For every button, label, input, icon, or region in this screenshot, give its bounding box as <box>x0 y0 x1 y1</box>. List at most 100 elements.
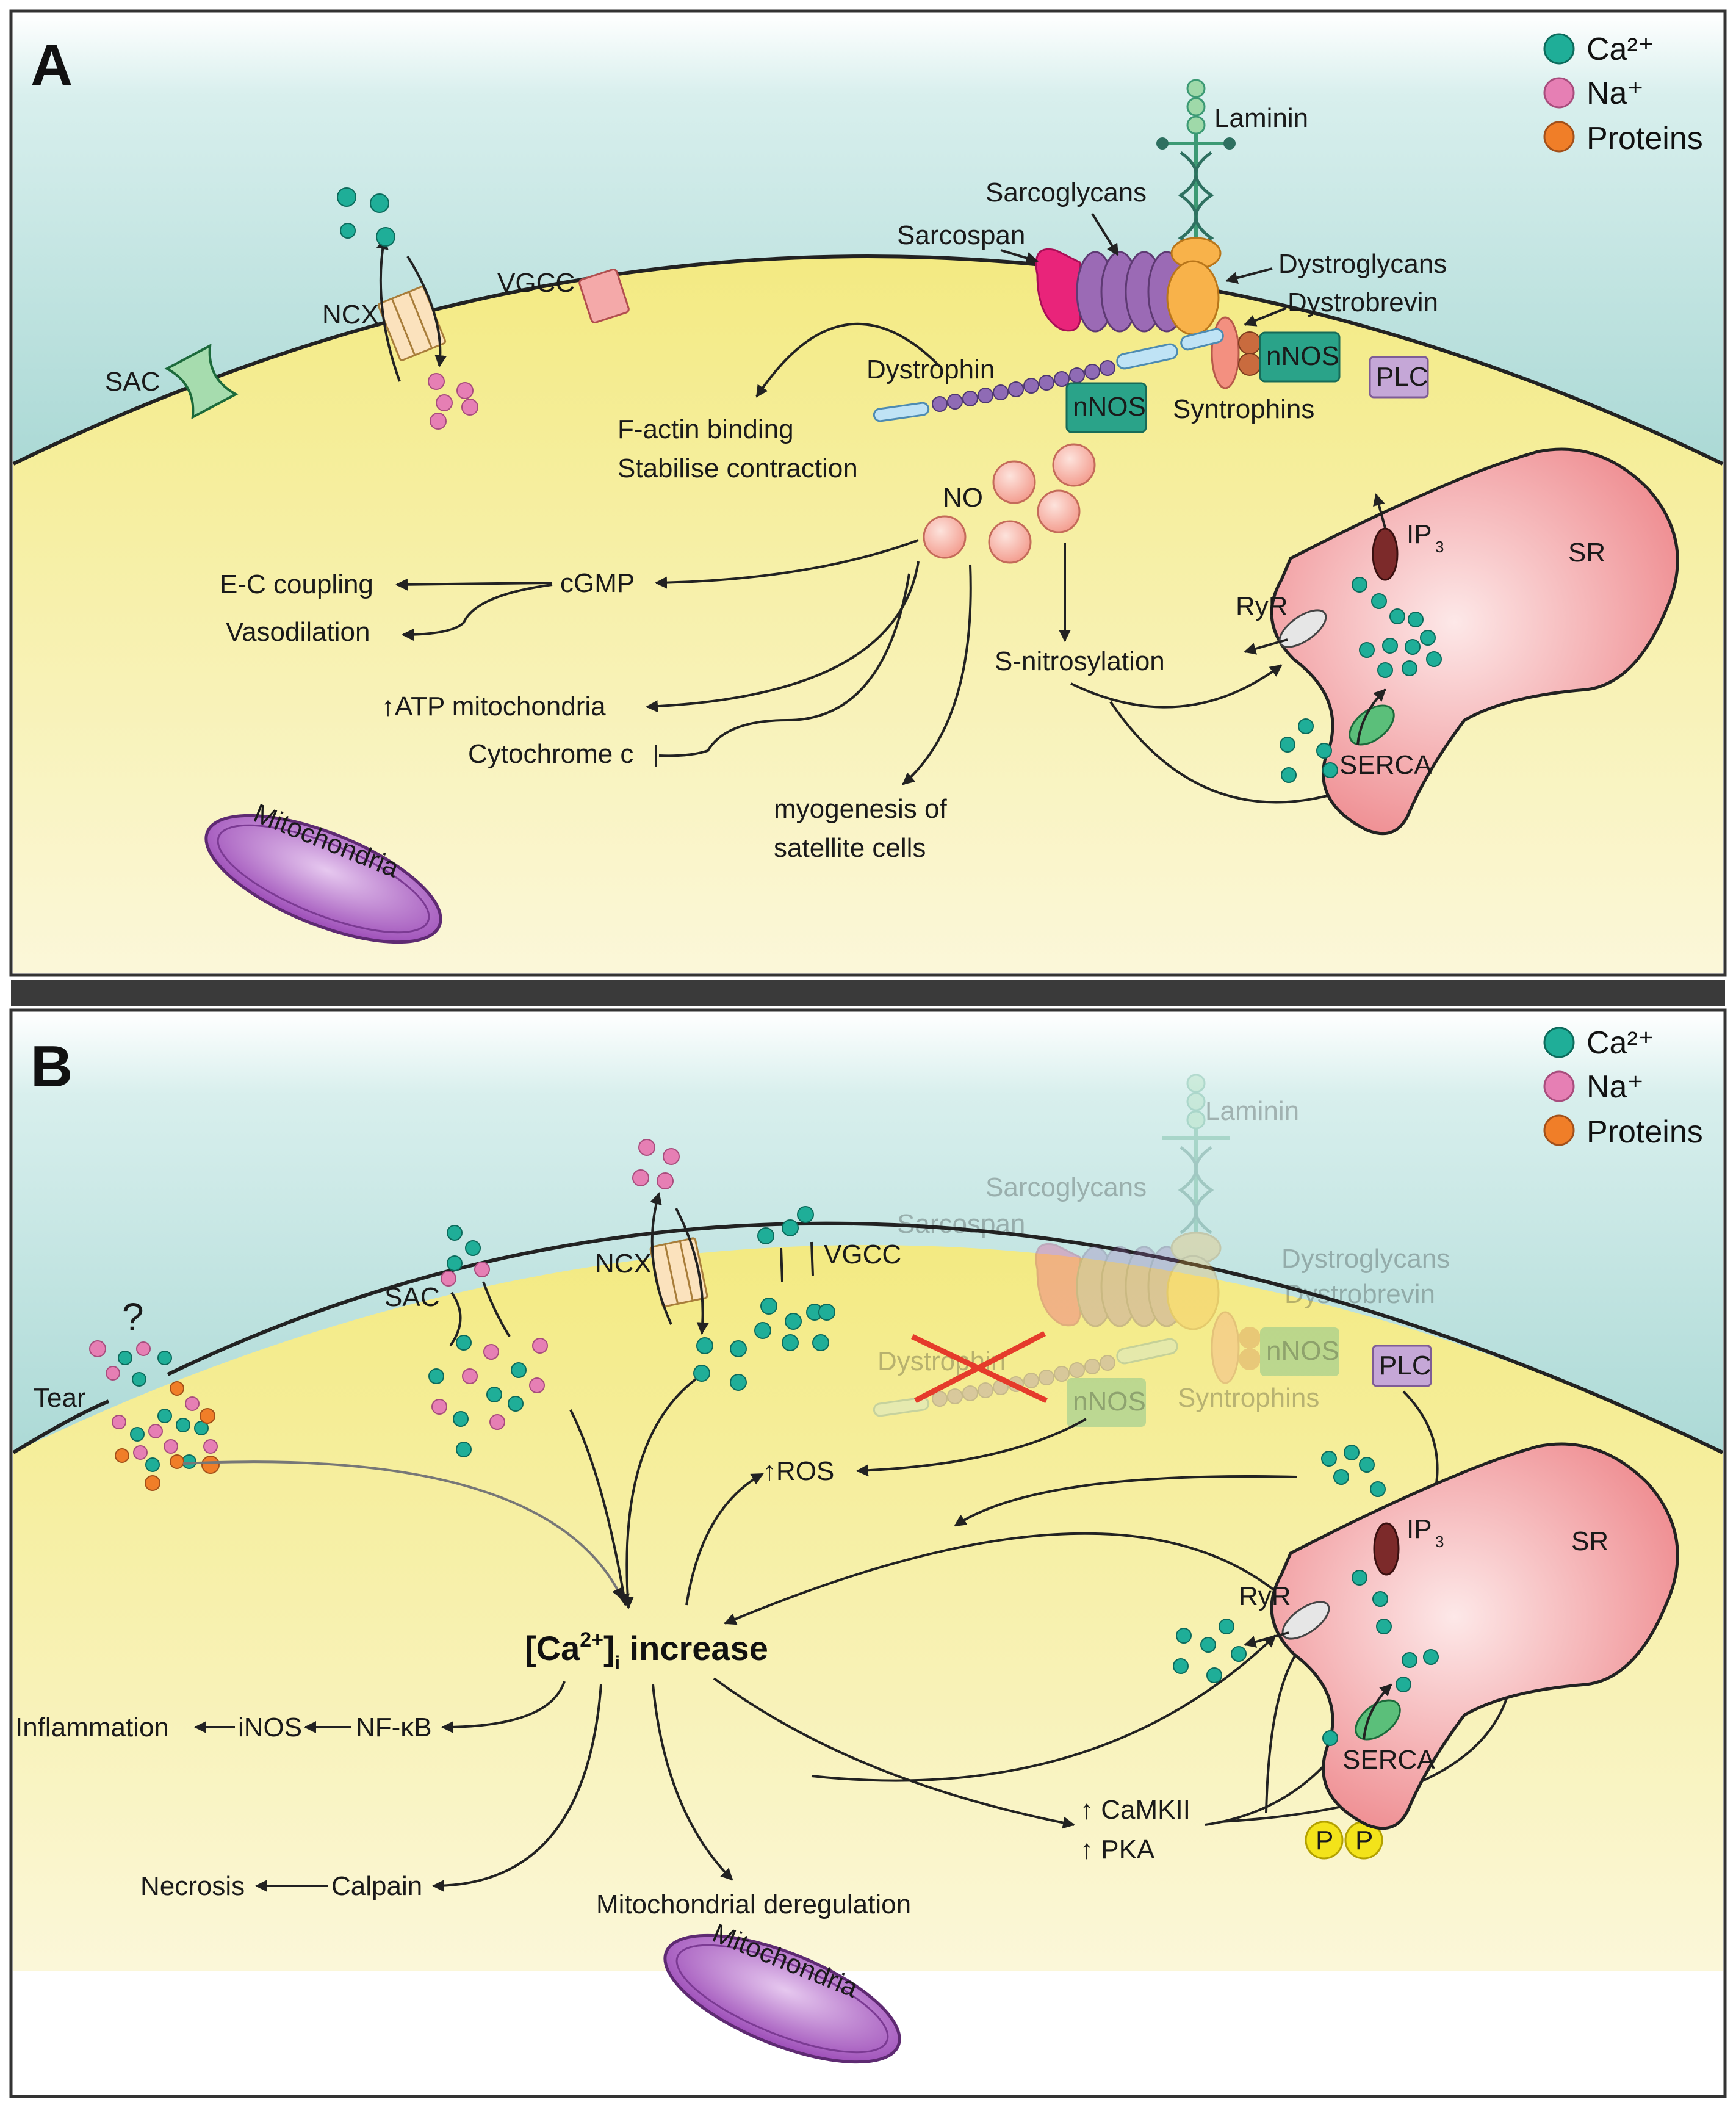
panel-letter-a: A <box>31 33 73 98</box>
ca-ions-sr-a <box>1280 577 1442 783</box>
dystroglycans-label-b: Dystroglycans <box>1281 1244 1450 1274</box>
mito-dereg-label-b: Mitochondrial deregulation <box>596 1890 911 1919</box>
nfkb-label-b: NF-κB <box>356 1713 432 1742</box>
serca-pump-b <box>1355 1699 1401 1741</box>
proteins-legend-icon-b <box>1543 1114 1575 1146</box>
nnos-label-upper-b: nNOS <box>1266 1336 1339 1366</box>
ca-legend-icon-b <box>1543 1027 1575 1058</box>
pka-label-b: ↑ PKA <box>1080 1835 1155 1864</box>
nnos-label-lower-a: nNOS <box>1073 392 1146 422</box>
cgmp-label-a: cGMP <box>560 568 635 598</box>
ryr-receptor-b <box>1281 1601 1330 1640</box>
legend-ca-label: Ca²⁺ <box>1587 32 1654 67</box>
ip3-sub-label-b: 3 <box>1435 1532 1444 1551</box>
plc-box-b <box>1372 1345 1432 1387</box>
faded-dgc-b <box>873 1074 1339 1427</box>
sarcolemma-b-right <box>167 1221 1724 1454</box>
sarcolemma-a <box>12 254 1724 466</box>
question-mark-b: ? <box>122 1295 144 1339</box>
na-legend-icon-b <box>1543 1070 1575 1102</box>
legend-proteins-label: Proteins <box>1587 121 1703 156</box>
sac-ions-b <box>428 1225 548 1457</box>
tear-leaking-ions-b <box>89 1340 220 1491</box>
ros-label-b: ↑ROS <box>763 1456 834 1486</box>
ryr-label-b: RyR <box>1239 1581 1291 1611</box>
legend-na-label: Na⁺ <box>1587 76 1644 111</box>
dystroglycan-lower <box>1166 260 1220 336</box>
vgcc-channel-a <box>578 268 630 324</box>
ryr-receptor-a <box>1278 609 1327 648</box>
sarcolemma-b-left <box>12 1399 110 1454</box>
ec-coupling-label-a: E-C coupling <box>220 569 373 599</box>
panel-letter-b: B <box>31 1034 73 1099</box>
sr-label-b: SR <box>1571 1526 1608 1556</box>
ncx-label-a: NCX <box>322 300 379 330</box>
dystrobrevin-label-a: Dystrobrevin <box>1288 287 1438 317</box>
camkii-label-b: ↑ CaMKII <box>1080 1795 1190 1825</box>
phospho-p2-label: P <box>1355 1825 1373 1855</box>
legend-na-label-b: Na⁺ <box>1587 1069 1644 1105</box>
legend-a: Ca²⁺ Na⁺ Proteins <box>1543 32 1703 156</box>
calpain-label-b: Calpain <box>331 1871 422 1901</box>
laminin-label-a: Laminin <box>1214 103 1308 133</box>
panel-divider <box>11 980 1725 1006</box>
inos-label-b: iNOS <box>238 1713 302 1742</box>
ca-increase-pre: [Ca <box>525 1629 580 1667</box>
panel-b: B Ca²⁺ Na⁺ Proteins ? Tear <box>9 1008 1727 2098</box>
ryr-label-a: RyR <box>1236 591 1288 621</box>
plc-label-a: PLC <box>1376 362 1428 392</box>
sac-channel-a <box>164 343 239 420</box>
dystrobrevin-label-b: Dystrobrevin <box>1284 1279 1435 1309</box>
panel-a: A Ca²⁺ Na⁺ Proteins Laminin <box>9 9 1727 977</box>
sarcospan-label-b: Sarcospan <box>897 1209 1025 1239</box>
ip3-sub-label-a: 3 <box>1435 538 1444 556</box>
sarcoglycans-label-b: Sarcoglycans <box>985 1172 1147 1202</box>
mitochondria-b <box>663 1933 901 2064</box>
cytochrome-label-a: Cytochrome c <box>468 739 633 769</box>
sac-label-b: SAC <box>384 1282 439 1312</box>
ca-increase-sub: i <box>615 1653 620 1673</box>
vgcc-ca-ions-b <box>693 1206 835 1391</box>
ip3-label-b: IP <box>1406 1514 1432 1544</box>
syntrophin-shape <box>1211 316 1240 389</box>
vgcc-label-b: VGCC <box>824 1240 901 1269</box>
syntrophins-label-a: Syntrophins <box>1173 394 1314 424</box>
sr-label-a: SR <box>1568 538 1605 568</box>
nnos-box-lower-a <box>1065 382 1147 433</box>
laminin-a <box>1156 79 1236 270</box>
ncx-na-out-b <box>632 1139 680 1189</box>
phospho-p1-icon <box>1305 1821 1344 1860</box>
plc-label-b: PLC <box>1379 1351 1432 1381</box>
ca-ions-sr-b <box>1173 1445 1439 1746</box>
serca-pump-a <box>1349 704 1395 746</box>
vgcc-label-a: VGCC <box>497 268 575 298</box>
ca-legend-icon <box>1543 33 1575 65</box>
legend-b: Ca²⁺ Na⁺ Proteins <box>1543 1025 1703 1150</box>
sarcoglycans-label-a: Sarcoglycans <box>985 178 1147 208</box>
cytoplasm-a <box>13 256 1723 973</box>
proteins-legend-icon <box>1543 121 1575 153</box>
atp-mito-label-a: ↑ATP mitochondria <box>381 691 606 721</box>
ncx-exchanger-a <box>377 286 447 361</box>
na-ions-ncx-a <box>428 373 478 430</box>
no-molecules-a <box>923 443 1096 564</box>
ncx-label-b: NCX <box>595 1249 652 1279</box>
dystrophin-label-a: Dystrophin <box>866 355 995 384</box>
ip3-receptor-b <box>1373 1522 1400 1576</box>
necrosis-label-b: Necrosis <box>140 1871 245 1901</box>
myogenesis-label-2-a: satellite cells <box>774 833 926 863</box>
laminin-label-b: Laminin <box>1205 1096 1299 1126</box>
nnos-box-upper-a <box>1259 331 1341 383</box>
serca-label-b: SERCA <box>1342 1745 1435 1775</box>
ca-increase-post: increase <box>620 1629 768 1667</box>
ip3-label-a: IP <box>1406 519 1432 549</box>
legend-proteins-label-b: Proteins <box>1587 1114 1703 1150</box>
dystrophin-a <box>873 328 1224 422</box>
s-nitrosylation-label-a: S-nitrosylation <box>995 646 1165 676</box>
dgc-complex-a <box>1035 237 1261 389</box>
nnos-label-upper-a: nNOS <box>1266 341 1339 371</box>
vasodilation-label-a: Vasodilation <box>226 617 370 647</box>
dystroglycans-label-a: Dystroglycans <box>1278 249 1447 279</box>
myogenesis-label-1-a: myogenesis of <box>774 794 947 824</box>
